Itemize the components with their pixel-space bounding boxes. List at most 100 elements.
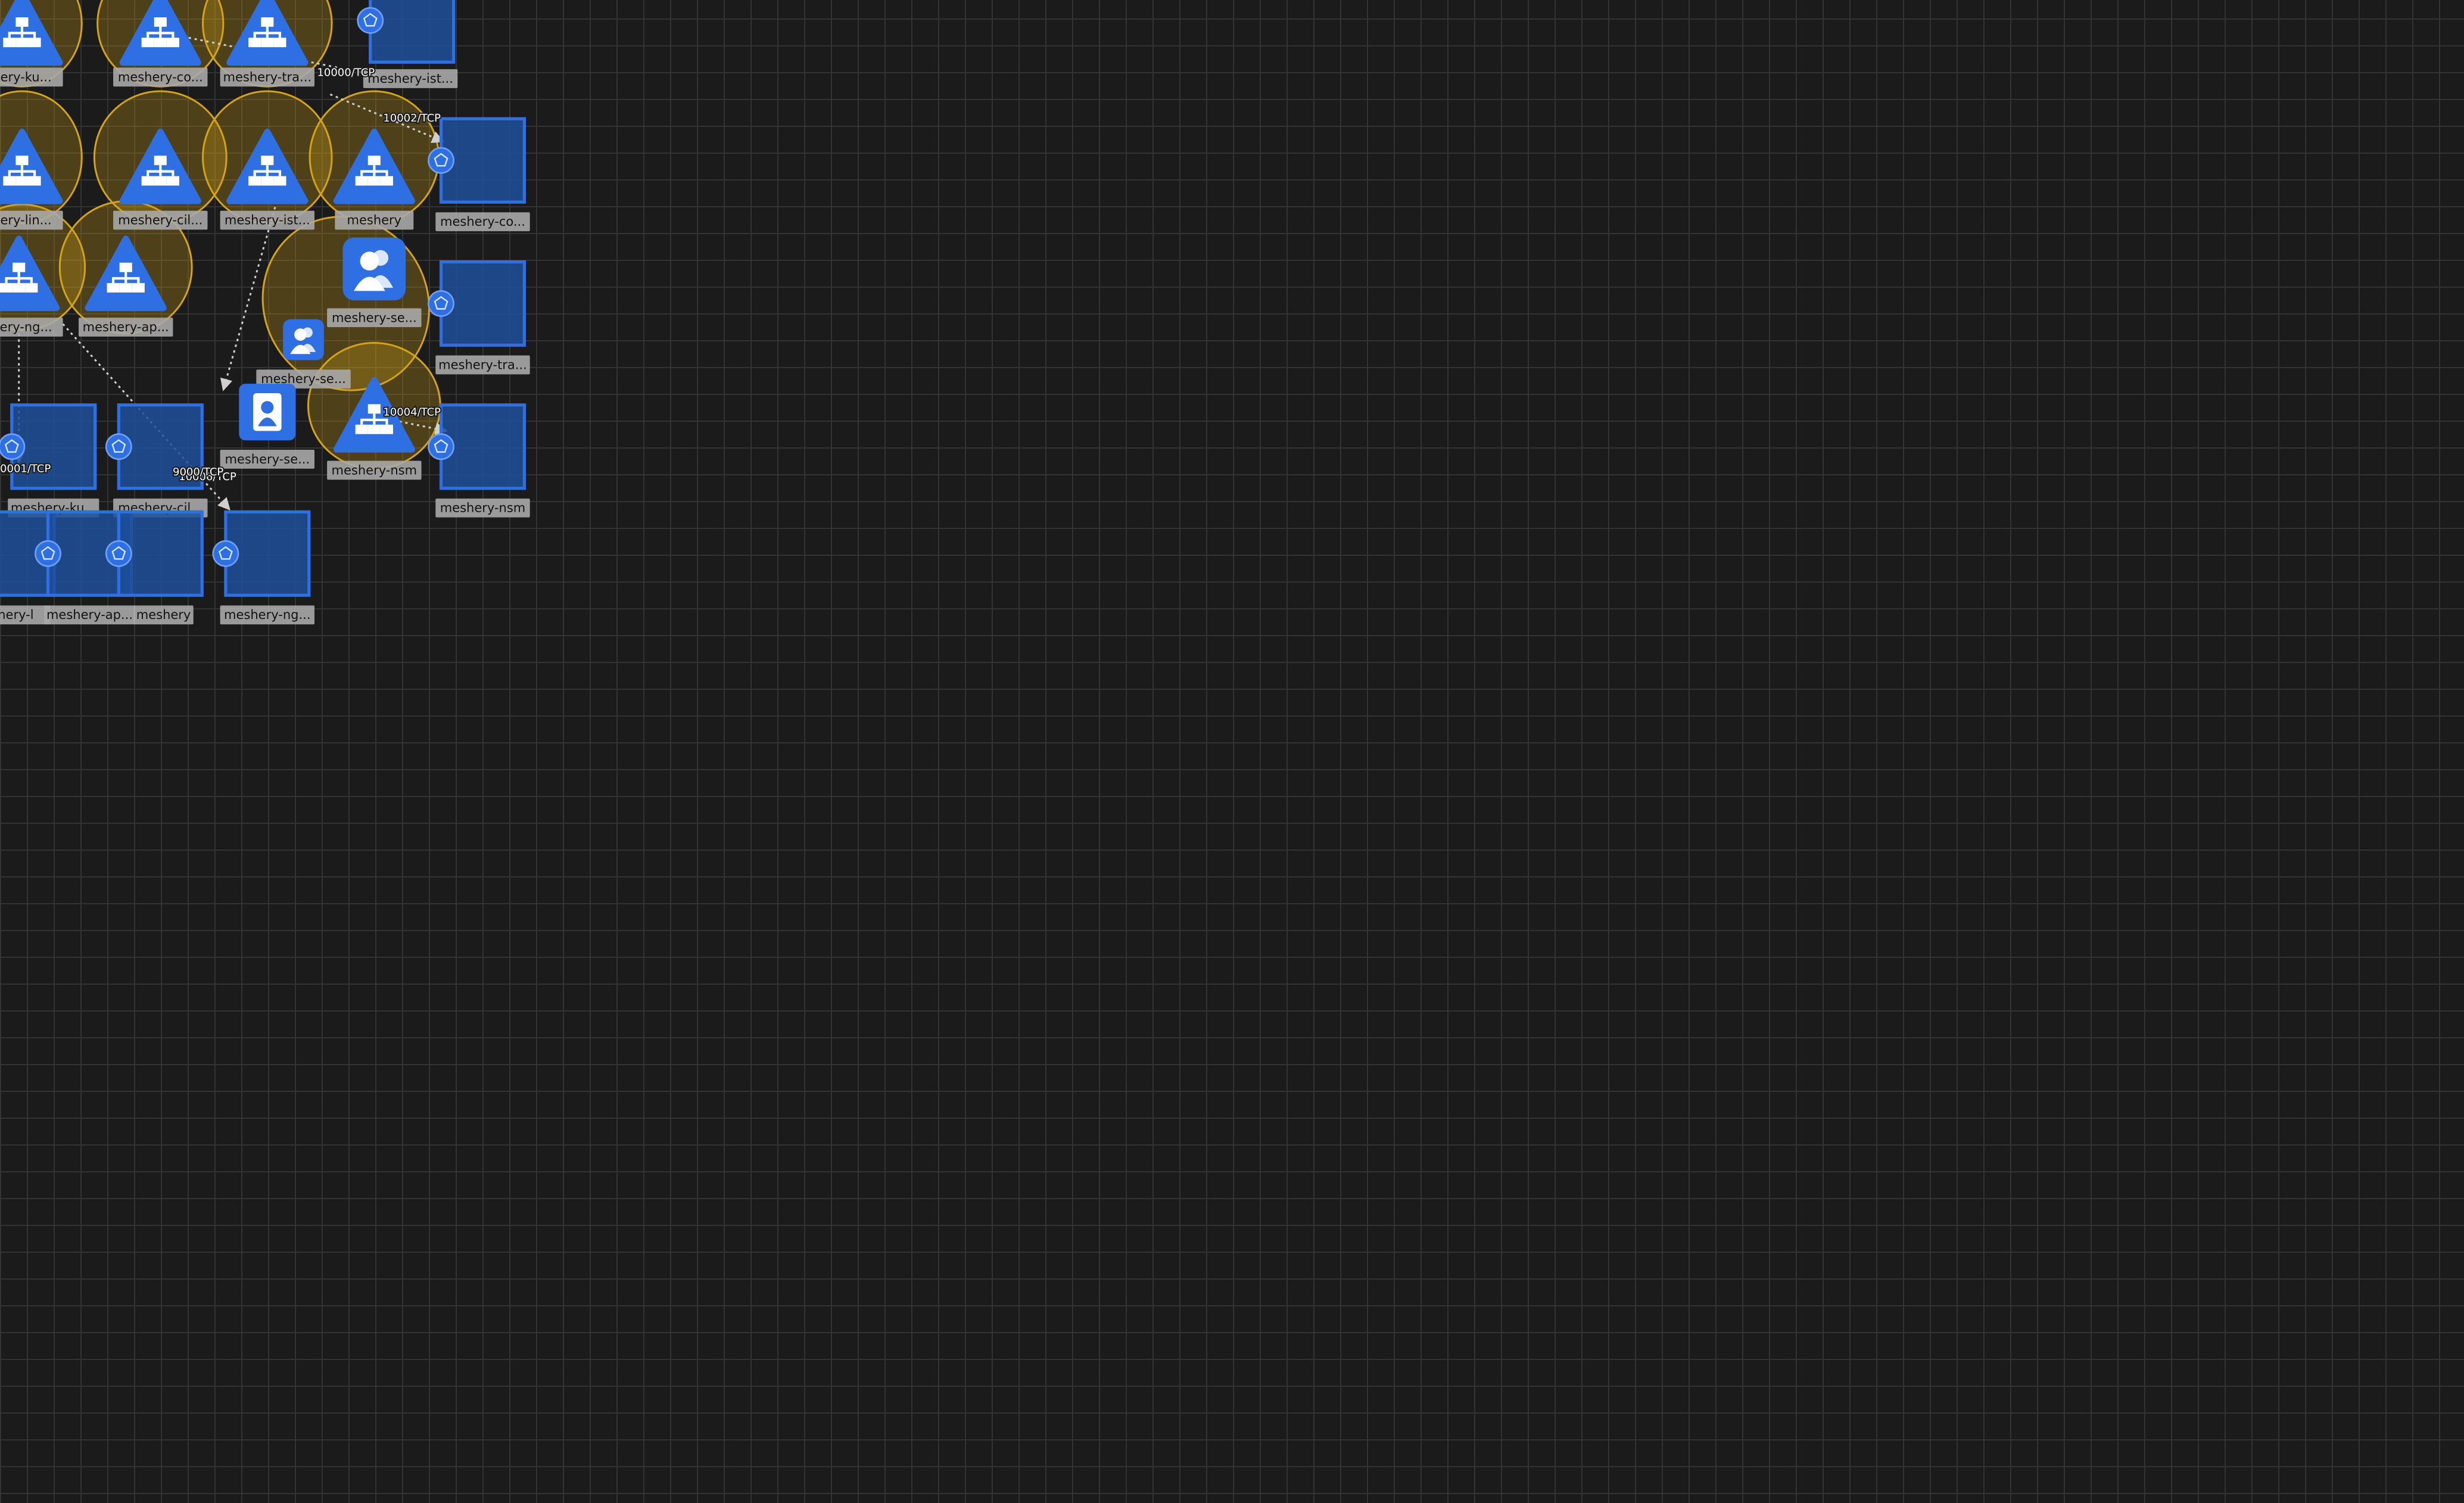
node-label-text: meshery-co...	[118, 70, 203, 84]
node-service[interactable]: hery-ku...	[0, 0, 63, 87]
edge-connector[interactable]	[399, 421, 448, 435]
node-label-text: meshery-tra...	[223, 70, 312, 84]
edge-port-label: 10001/TCP	[0, 463, 51, 475]
node-label-text: meshery-nsm	[332, 463, 418, 477]
node-label-text: meshery-ist...	[367, 71, 453, 86]
node-label: hery-ng...	[0, 318, 63, 337]
edge-connector[interactable]	[329, 94, 445, 144]
pod-shape	[117, 403, 204, 490]
node-label: meshery-nsm	[327, 460, 422, 480]
node-label: meshery-ist...	[363, 69, 458, 88]
node-label-text: meshery-co...	[440, 214, 525, 229]
node-label: hery-ku...	[0, 67, 63, 87]
pod-shape	[439, 117, 527, 204]
node-label-text: meshery-ist...	[225, 213, 310, 228]
pod-shape	[117, 510, 204, 597]
node-label: meshery-cil...	[113, 210, 208, 230]
node-label: meshery	[133, 605, 194, 625]
pod-icon	[105, 433, 132, 460]
edge-port-label: 10000/TCP	[317, 66, 375, 79]
node-label-text: meshery-se...	[225, 452, 310, 466]
pod-icon	[35, 540, 61, 567]
node-label-text: meshery-nsm	[440, 501, 526, 515]
node-label: meshery-tra...	[220, 67, 314, 87]
service-network-icon	[107, 262, 145, 293]
node-label-text: meshery-ng...	[224, 608, 310, 622]
node-label: meshery-se...	[220, 450, 314, 469]
node-label-text: hery-ku...	[0, 70, 52, 84]
pod-icon	[428, 147, 454, 174]
node-label-text: hery-l	[0, 608, 34, 622]
node-service[interactable]: meshery-co...	[113, 0, 208, 87]
service-network-icon	[355, 155, 393, 186]
node-serviceaccount[interactable]: meshery-se...	[327, 237, 422, 328]
node-label: meshery-ist...	[220, 210, 314, 230]
node-service[interactable]: meshery-cil...	[113, 128, 208, 230]
node-label-text: meshery	[347, 213, 402, 228]
node-label-text: meshery	[136, 608, 191, 622]
node-label-text: meshery-ap...	[46, 608, 133, 622]
node-pod[interactable]: meshery	[105, 510, 204, 625]
pod-icon	[105, 540, 132, 567]
pod-icon	[428, 433, 454, 460]
node-pod[interactable]: meshery-co...	[428, 117, 530, 232]
node-service[interactable]: meshery-ap...	[79, 235, 173, 337]
node-label-text: meshery-tra...	[438, 357, 527, 372]
node-service[interactable]: hery-ng...	[0, 235, 63, 337]
node-label-text: meshery-ap...	[83, 320, 169, 334]
node-service[interactable]: meshery-tra...	[220, 0, 314, 87]
node-service[interactable]: meshery-ist...	[220, 128, 314, 230]
users-icon	[354, 250, 393, 291]
pod-shape	[439, 260, 527, 347]
edge-port-label: 10006/TCP	[179, 471, 236, 483]
node-service[interactable]: hery-lin...	[0, 128, 63, 230]
service-network-icon	[248, 17, 286, 48]
service-network-icon	[3, 155, 41, 186]
node-label-text: meshery-se...	[332, 310, 417, 325]
pod-shape	[439, 403, 527, 490]
node-label-text: hery-ng...	[0, 320, 52, 334]
node-layer: hery-ku... meshery-co... meshery-tra... mes…	[0, 0, 530, 625]
node-label-text: hery-lin...	[0, 213, 52, 228]
node-label: meshery-co...	[435, 212, 530, 232]
node-service[interactable]: meshery	[333, 128, 415, 230]
edge-port-label: 10002/TCP	[383, 112, 441, 125]
pod-shape	[369, 0, 456, 64]
node-pod[interactable]: meshery-tra...	[428, 260, 530, 375]
node-secret[interactable]: meshery-se...	[220, 384, 314, 469]
node-label: meshery-tra...	[435, 355, 530, 375]
node-pod[interactable]: meshery-cil...	[105, 403, 208, 518]
node-pod[interactable]: meshery-ku...	[0, 403, 99, 518]
node-service[interactable]: meshery-nsm	[327, 377, 422, 480]
node-label: hery-l	[0, 605, 51, 625]
service-network-icon	[141, 17, 179, 48]
pod-shape	[0, 510, 56, 597]
service-network-icon	[355, 404, 393, 434]
node-label: meshery-ng...	[220, 605, 314, 625]
node-label: meshery-ap...	[79, 318, 173, 337]
pod-shape	[10, 403, 97, 490]
node-pod[interactable]: meshery-ng...	[212, 510, 314, 625]
service-network-icon	[0, 262, 38, 293]
id-card-icon	[253, 393, 282, 431]
node-label-text: meshery-cil...	[118, 213, 203, 228]
service-network-icon	[141, 155, 179, 186]
node-pod[interactable]: hery-l	[0, 510, 56, 625]
node-pod[interactable]: meshery-ist...	[357, 0, 458, 88]
node-label: meshery-nsm	[435, 498, 530, 518]
edge-port-label: 10004/TCP	[383, 406, 441, 419]
node-label: meshery-co...	[113, 67, 208, 87]
edge-port-label: 9000/TCP	[173, 466, 223, 478]
pod-icon	[0, 433, 26, 460]
edge-label-layer: 10000/TCP 10002/TCP 10004/TCP 10001/TCP 1000…	[0, 65, 442, 484]
node-label: hery-lin...	[0, 210, 63, 230]
pod-icon	[428, 290, 454, 317]
node-label: meshery	[335, 210, 414, 230]
pod-icon	[357, 7, 384, 34]
node-pod[interactable]: meshery-nsm	[428, 403, 530, 518]
pod-icon	[212, 540, 239, 567]
service-network-icon	[3, 17, 41, 48]
service-network-icon	[248, 155, 286, 186]
